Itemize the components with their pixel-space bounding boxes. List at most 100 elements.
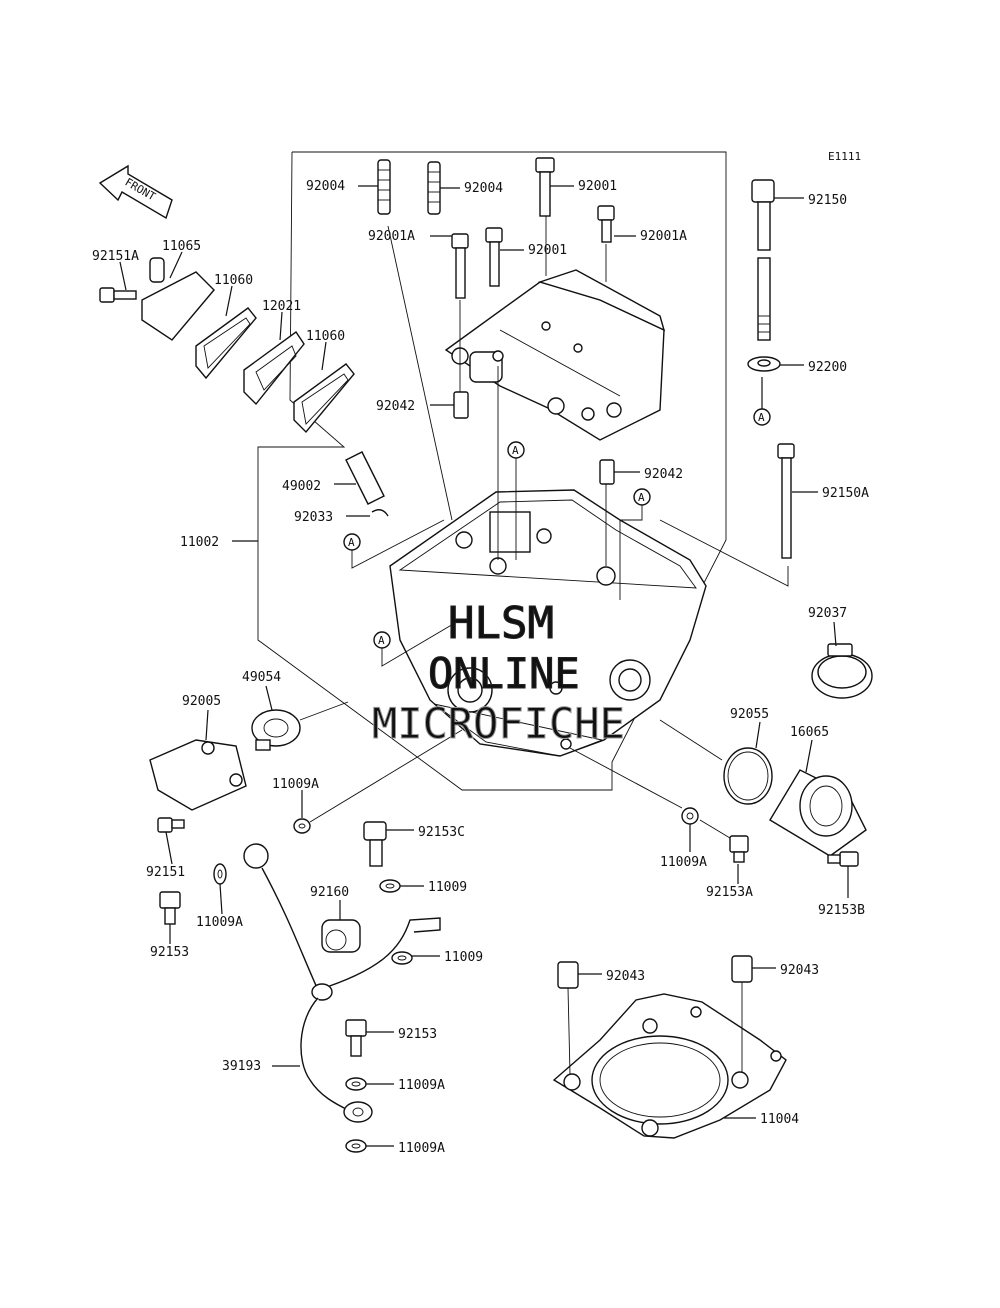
label-39193: 39193	[222, 1059, 261, 1074]
label-92200: 92200	[808, 360, 847, 375]
washer-11009A-d	[345, 1077, 367, 1091]
label-92004-b: 92004	[464, 181, 503, 196]
svg-text:MICROFICHE: MICROFICHE	[372, 699, 625, 748]
label-92037: 92037	[808, 606, 847, 621]
gasket-11004	[552, 993, 787, 1139]
pipe-49002	[345, 451, 385, 505]
gasket-11060-b	[293, 363, 355, 434]
label-11009-a: 11009	[428, 880, 467, 895]
label-92153B: 92153B	[818, 903, 865, 918]
label-49002: 49002	[282, 479, 321, 494]
ref-marker-a-4: A	[373, 631, 391, 649]
clamp-92037	[811, 643, 873, 699]
bolt-92151	[157, 817, 185, 833]
bolt-92153-a	[159, 891, 181, 925]
gasket-11060-a	[195, 307, 257, 380]
bolt-92153C	[363, 821, 387, 867]
label-11009A-a: 11009A	[272, 777, 319, 792]
front-arrow-icon: FRONT	[98, 164, 173, 220]
label-92042-left: 92042	[376, 399, 415, 414]
frame-outline	[257, 151, 727, 791]
label-92043-a: 92043	[606, 969, 645, 984]
label-11009A-c: 11009A	[196, 915, 243, 930]
bolt-92001A-left	[451, 233, 469, 299]
label-11004: 11004	[760, 1112, 799, 1127]
housing-92005	[149, 739, 247, 811]
dowel-92043-a	[557, 961, 579, 989]
label-92150: 92150	[808, 193, 847, 208]
bolt-92151A	[99, 287, 137, 303]
washer-92200	[747, 356, 781, 372]
label-11002: 11002	[180, 535, 219, 550]
bolt-92001-mid	[485, 227, 503, 287]
ref-marker-a-1: A	[507, 441, 525, 459]
svg-text:HLSM: HLSM	[448, 598, 554, 649]
label-16065: 16065	[790, 725, 829, 740]
label-92151: 92151	[146, 865, 185, 880]
diagram-code: E1111	[828, 150, 861, 163]
bolt-92153B	[827, 851, 859, 867]
label-92151A: 92151A	[92, 249, 139, 264]
clip-92033	[371, 509, 389, 517]
label-92043-b: 92043	[780, 963, 819, 978]
label-11009A-e: 11009A	[398, 1141, 445, 1156]
washer-11009A-b	[681, 807, 699, 825]
label-49054: 49054	[242, 670, 281, 685]
bolt-92153-b	[345, 1019, 367, 1057]
stud-92004-a	[377, 159, 391, 215]
washer-11009A-e	[345, 1139, 367, 1153]
oil-pipe-39193	[243, 843, 441, 1123]
label-11065: 11065	[162, 239, 201, 254]
label-11060-b: 11060	[306, 329, 345, 344]
label-92153-b: 92153	[398, 1027, 437, 1042]
bolt-92150A	[777, 443, 795, 559]
dowel-92042-right	[599, 459, 615, 485]
washer-11009-b	[391, 951, 413, 965]
label-92153C: 92153C	[418, 825, 465, 840]
label-92150A: 92150A	[822, 486, 869, 501]
ref-marker-a-2: A	[633, 488, 651, 506]
label-92001-top: 92001	[578, 179, 617, 194]
svg-text:A: A	[348, 536, 355, 549]
label-11060-a: 11060	[214, 273, 253, 288]
dowel-92042-left	[453, 391, 469, 419]
cover-11065	[141, 257, 215, 341]
stud-92004-b	[427, 161, 441, 215]
label-11009A-d: 11009A	[398, 1078, 445, 1093]
washer-11009-a	[379, 879, 401, 893]
damper-92160	[321, 919, 361, 953]
label-92042-right: 92042	[644, 467, 683, 482]
reed-valve-12021	[243, 331, 305, 406]
svg-text:A: A	[758, 411, 765, 424]
ref-marker-a-right: A	[753, 408, 771, 426]
label-92005: 92005	[182, 694, 221, 709]
washer-11009A-a	[293, 818, 311, 834]
label-92055: 92055	[730, 707, 769, 722]
label-92001A-left: 92001A	[368, 229, 415, 244]
cylinder-head-11002	[389, 489, 707, 757]
bolt-92150	[751, 179, 775, 341]
svg-text:A: A	[378, 634, 385, 647]
camshaft-holder	[444, 269, 666, 441]
label-11009A-b: 11009A	[660, 855, 707, 870]
bolt-92001A-right	[597, 205, 615, 243]
dowel-92043-b	[731, 955, 753, 983]
svg-text:A: A	[638, 491, 645, 504]
label-92033: 92033	[294, 510, 333, 525]
thermostat-49054	[251, 709, 301, 751]
label-92160: 92160	[310, 885, 349, 900]
label-92004-a: 92004	[306, 179, 345, 194]
svg-text:ONLINE: ONLINE	[428, 649, 580, 698]
ref-marker-a-3: A	[343, 533, 361, 551]
label-92153A: 92153A	[706, 885, 753, 900]
svg-text:A: A	[512, 444, 519, 457]
watermark: HLSM ONLINE MICROFICHE	[372, 597, 626, 748]
holder-16065	[769, 769, 867, 857]
label-92001-mid: 92001	[528, 243, 567, 258]
label-11009-b: 11009	[444, 950, 483, 965]
bolt-92153A	[729, 835, 749, 863]
washer-11009A-c	[213, 863, 227, 885]
o-ring-92055	[723, 747, 773, 805]
label-92001A-right: 92001A	[640, 229, 687, 244]
